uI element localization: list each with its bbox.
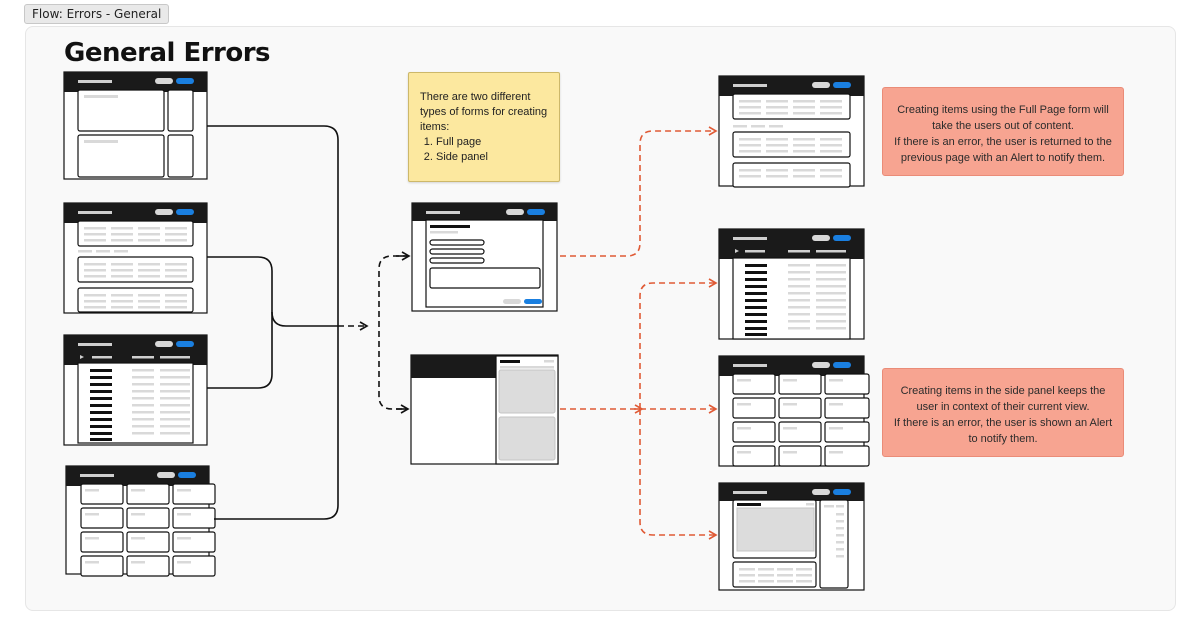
form-type-item: Full page bbox=[436, 135, 549, 150]
note-side-panel-line2: If there is an error, the user is shown … bbox=[893, 417, 1113, 445]
page-title: General Errors bbox=[64, 38, 271, 68]
wireframe-full-page-form[interactable] bbox=[411, 202, 558, 312]
sticky-note: There are two different types of forms f… bbox=[408, 72, 560, 182]
source-connectors bbox=[207, 125, 339, 520]
form-types-list: Full page Side panel bbox=[420, 135, 549, 165]
wireframe-list-view[interactable] bbox=[63, 334, 208, 446]
wireframe-outcome-dashboard-cards[interactable] bbox=[718, 482, 865, 591]
wireframe-tile-grid[interactable] bbox=[65, 465, 216, 577]
note-side-panel-line1: Creating items in the side panel keeps t… bbox=[900, 385, 1106, 413]
note-full-page-line2: If there is an error, the user is return… bbox=[894, 136, 1112, 164]
error-connectors bbox=[560, 126, 718, 540]
wireframe-grouped-table[interactable] bbox=[63, 202, 208, 314]
wireframe-outcome-grouped-table[interactable] bbox=[718, 75, 865, 188]
note-full-page-line1: Creating items using the Full Page form … bbox=[897, 104, 1109, 132]
wireframe-dashboard-cards[interactable] bbox=[63, 71, 208, 180]
frame-label[interactable]: Flow: Errors - General bbox=[24, 4, 170, 24]
note-side-panel-errors: Creating items in the side panel keeps t… bbox=[882, 368, 1124, 457]
wireframe-outcome-tile-grid[interactable] bbox=[718, 355, 870, 467]
wireframe-side-panel-form[interactable] bbox=[410, 354, 559, 465]
wireframe-outcome-list-view[interactable] bbox=[718, 228, 865, 340]
form-type-item: Side panel bbox=[436, 150, 549, 165]
note-full-page-errors: Creating items using the Full Page form … bbox=[882, 87, 1124, 176]
sticky-note-intro: There are two different types of forms f… bbox=[420, 91, 548, 133]
split-connector bbox=[378, 255, 409, 410]
